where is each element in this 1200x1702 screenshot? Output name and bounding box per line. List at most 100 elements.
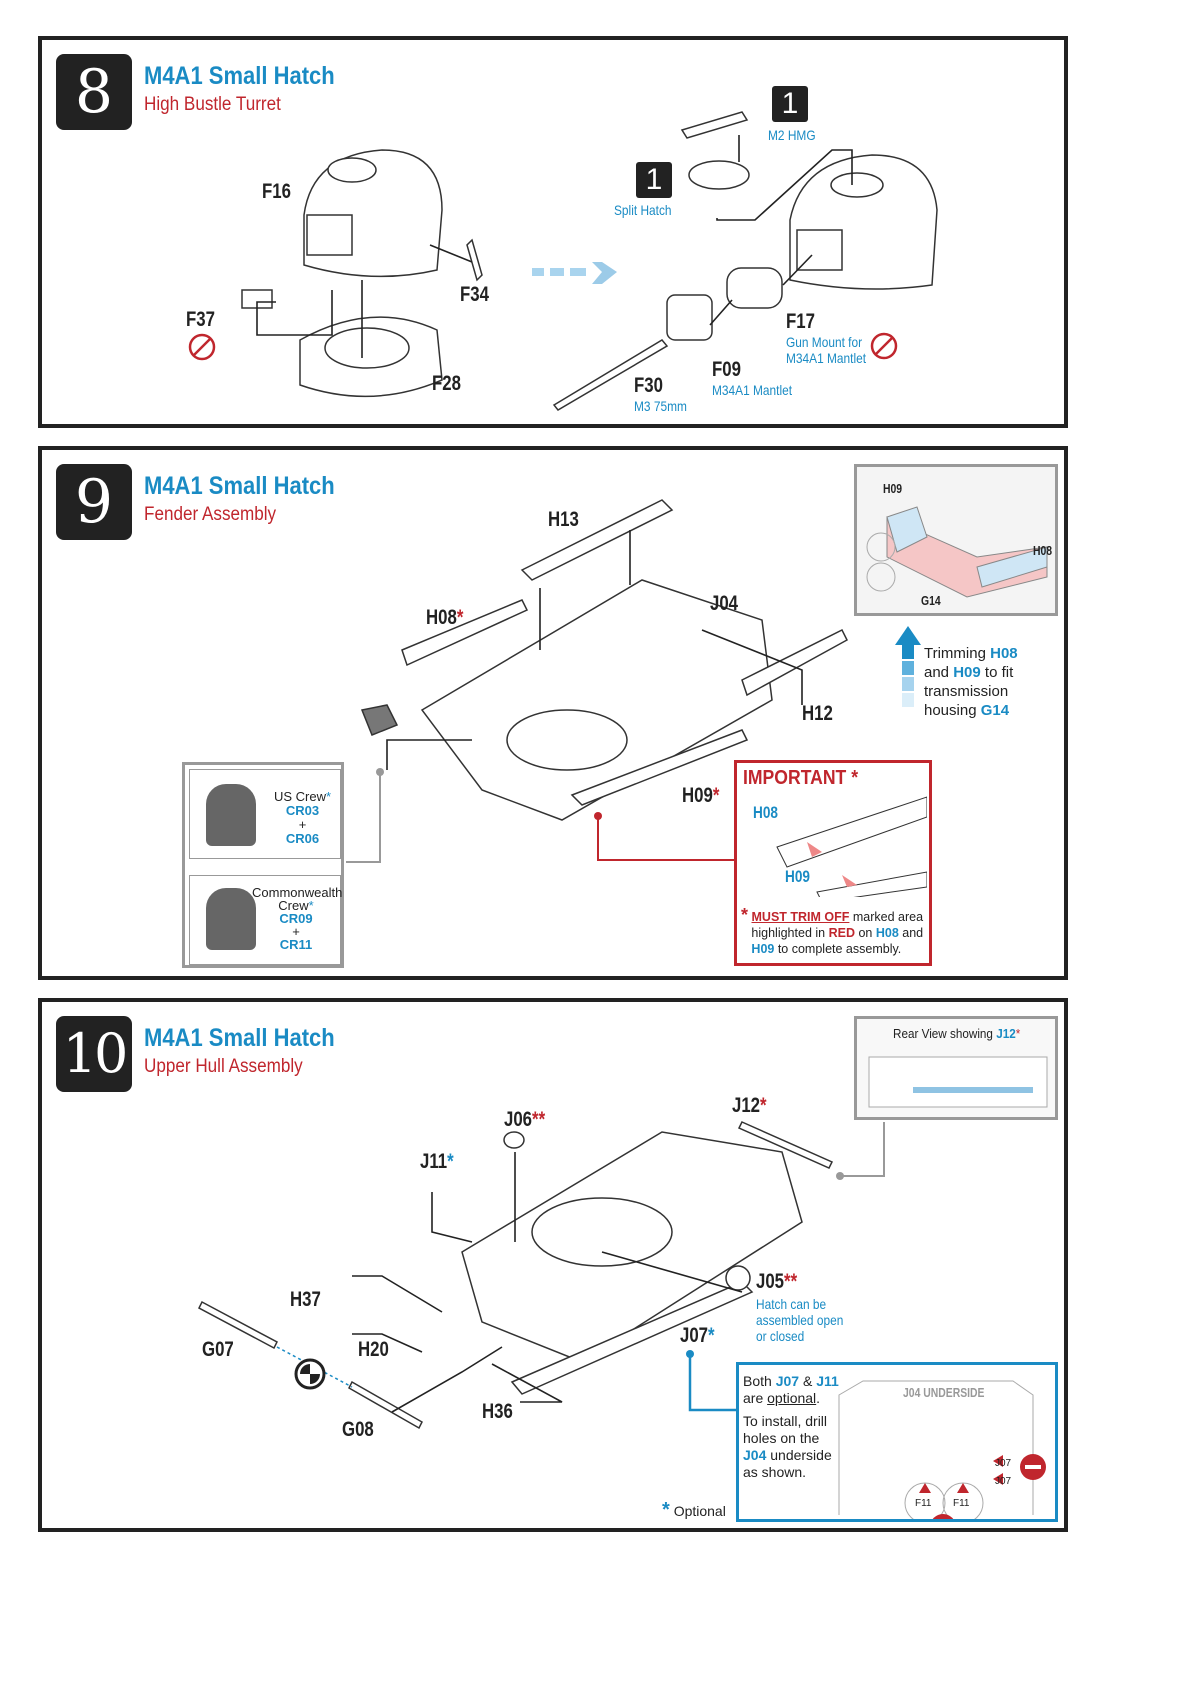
badge-label: Split Hatch bbox=[614, 202, 672, 218]
part-code: J07 bbox=[995, 1458, 1012, 1469]
asterisk: * bbox=[326, 789, 332, 804]
part-code: J07 bbox=[775, 1373, 800, 1389]
step-subtitle: High Bustle Turret bbox=[144, 94, 281, 115]
asterisk: * bbox=[760, 1094, 767, 1117]
step-number: 10 bbox=[56, 1016, 132, 1092]
note-line: Hatch can be bbox=[756, 1296, 827, 1312]
part-code: J12 bbox=[732, 1094, 761, 1117]
important-title: IMPORTANT * bbox=[743, 767, 859, 789]
part-label: H13 bbox=[548, 508, 579, 531]
part-code: CR03 bbox=[285, 803, 320, 818]
note-text: housing bbox=[924, 702, 981, 719]
part-label: G08 bbox=[342, 1418, 374, 1441]
part-label: F16 bbox=[262, 180, 291, 203]
step-8-panel: 8 M4A1 Small Hatch High Bustle Turret bbox=[38, 36, 1068, 428]
part-code: J04 bbox=[743, 1447, 767, 1463]
part-label: H08* bbox=[426, 606, 463, 630]
part-note: Gun Mount for bbox=[786, 334, 863, 350]
part-code: J07 bbox=[680, 1324, 709, 1347]
warning-text: MUST TRIM OFF bbox=[751, 910, 850, 924]
label-text: Crew bbox=[278, 898, 309, 913]
turret-assembly-drawing bbox=[188, 111, 938, 411]
no-glue-icon bbox=[870, 332, 898, 360]
part-label: H36 bbox=[482, 1400, 513, 1423]
asterisk: * bbox=[308, 898, 314, 913]
step-number: 8 bbox=[56, 54, 132, 130]
note-line: or closed bbox=[756, 1328, 805, 1344]
text: & bbox=[799, 1373, 817, 1389]
upper-hull-drawing bbox=[198, 1121, 885, 1430]
asterisk: * bbox=[712, 784, 720, 807]
part-code: H09 bbox=[751, 942, 775, 956]
plus-sign: + bbox=[292, 924, 300, 939]
asterisk: * bbox=[456, 606, 464, 629]
part-label: F34 bbox=[460, 283, 489, 306]
asterisk: * bbox=[662, 1499, 670, 1521]
text: to complete assembly. bbox=[774, 942, 902, 956]
text: as shown. bbox=[743, 1464, 807, 1480]
part-code: CR09 bbox=[279, 911, 313, 926]
step-number: 9 bbox=[56, 464, 132, 540]
badge-label: M2 HMG bbox=[768, 127, 816, 143]
part-label: J07* bbox=[680, 1324, 715, 1348]
part-label: G14 bbox=[921, 593, 941, 608]
asterisk: ** bbox=[532, 1108, 546, 1131]
part-code: H09 bbox=[785, 867, 810, 886]
optional-parts-box: Both J07 & J11 are optional. To install,… bbox=[736, 1362, 1058, 1522]
part-label: F37 bbox=[186, 308, 215, 331]
text: marked area bbox=[849, 910, 924, 924]
asterisk: ** bbox=[784, 1270, 798, 1293]
trim-arrow-icon bbox=[895, 626, 921, 707]
part-label: F28 bbox=[432, 372, 461, 395]
text: holes on the bbox=[743, 1430, 820, 1446]
optional-note: Both J07 & J11 are optional. bbox=[743, 1373, 839, 1407]
text: and bbox=[898, 926, 924, 940]
part-code: G14 bbox=[980, 702, 1010, 719]
part-label: F17 bbox=[786, 310, 815, 333]
text: are bbox=[743, 1390, 768, 1406]
transmission-detail-drawing bbox=[866, 506, 1048, 598]
part-label: H20 bbox=[358, 1338, 389, 1361]
part-label: F30 bbox=[634, 374, 663, 397]
part-code: H09 bbox=[953, 664, 981, 681]
part-code: H09 bbox=[682, 784, 713, 807]
part-code: H08 bbox=[426, 606, 457, 629]
optional-legend: * Optional bbox=[662, 1499, 726, 1521]
part-label: J11* bbox=[420, 1150, 454, 1174]
note-text: and bbox=[924, 664, 954, 681]
trim-instructions: * MUST TRIM OFF marked area highlighted … bbox=[741, 905, 931, 957]
drill-icon bbox=[932, 1514, 954, 1519]
part-code: J11 bbox=[420, 1150, 448, 1173]
fender-assembly-drawing bbox=[249, 499, 921, 878]
text: on bbox=[854, 926, 876, 940]
text: . bbox=[816, 1390, 821, 1406]
part-note: M34A1 Mantlet bbox=[786, 350, 867, 366]
plus-sign: + bbox=[298, 817, 307, 832]
note-text: Trimming bbox=[924, 645, 991, 662]
part-code: J05 bbox=[756, 1270, 785, 1293]
asterisk: * bbox=[741, 905, 749, 925]
step-title: M4A1 Small Hatch bbox=[144, 62, 335, 90]
drill-icon bbox=[1020, 1454, 1046, 1480]
us-crew-label: US Crew* CR03+CR06 bbox=[274, 790, 331, 846]
asterisk: * bbox=[447, 1150, 454, 1173]
note-line: assembled open bbox=[756, 1312, 844, 1328]
text: To install, drill bbox=[743, 1413, 828, 1429]
text: Both bbox=[743, 1373, 776, 1389]
caption-text: Rear View showing bbox=[893, 1026, 997, 1041]
text: RED bbox=[828, 926, 855, 940]
part-label: F09 bbox=[712, 358, 741, 381]
text: optional bbox=[767, 1390, 817, 1406]
part-code: J12 bbox=[996, 1026, 1016, 1041]
part-label: H37 bbox=[290, 1288, 321, 1311]
rear-view-inset: Rear View showing J12* bbox=[854, 1016, 1058, 1120]
trim-detail-inset: H09 H08 G14 bbox=[854, 464, 1058, 616]
part-label: H08 bbox=[1033, 543, 1053, 558]
part-label: J12* bbox=[732, 1094, 767, 1118]
asterisk: * bbox=[1015, 1026, 1021, 1041]
part-code: CR11 bbox=[279, 937, 313, 952]
step-10-panel: 10 M4A1 Small Hatch Upper Hull Assembly … bbox=[38, 998, 1068, 1532]
step-subtitle: Upper Hull Assembly bbox=[144, 1056, 303, 1077]
